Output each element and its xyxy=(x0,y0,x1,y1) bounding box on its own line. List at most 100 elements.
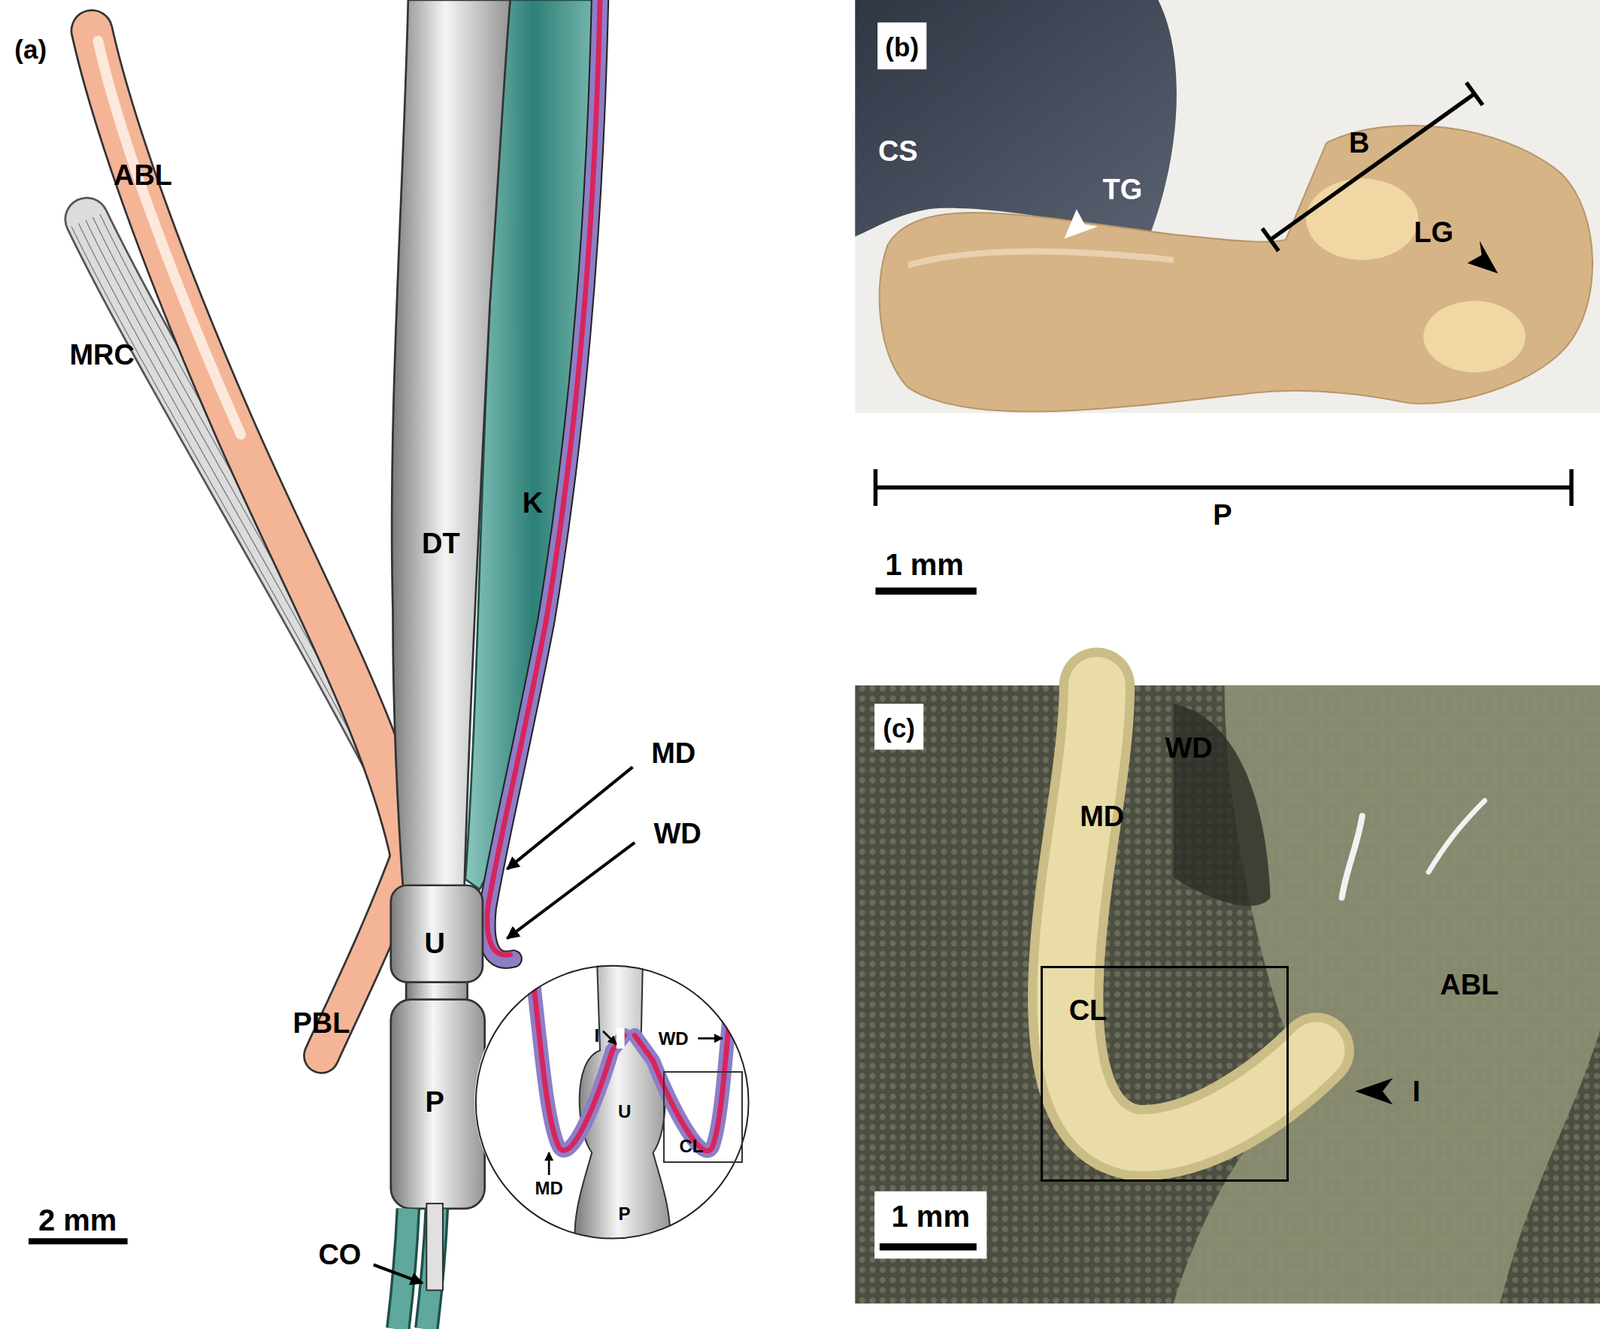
inset-drawing xyxy=(530,958,735,1245)
panel-letter: (c) xyxy=(882,714,916,741)
gut-tube xyxy=(390,1000,485,1210)
part-label: I xyxy=(594,1027,600,1046)
photo-b xyxy=(879,125,1593,412)
part-label: P xyxy=(618,1205,631,1224)
brackets xyxy=(875,82,1572,507)
inset-circle: CL I WD U MD P xyxy=(474,964,750,1240)
part-label: P xyxy=(424,1087,444,1117)
arrowhead xyxy=(1064,209,1099,239)
part-label: MD xyxy=(651,739,696,768)
photo-b xyxy=(854,0,1600,414)
leader-arrows xyxy=(507,842,636,940)
brackets xyxy=(873,469,878,507)
scale-bar xyxy=(28,1238,128,1245)
inset-drawing xyxy=(603,1031,617,1046)
panel-letter: (b) xyxy=(884,33,919,61)
arrowhead xyxy=(1354,1078,1393,1105)
part-label: WD xyxy=(653,819,701,849)
part-label: ABL xyxy=(113,160,173,190)
inset-drawing xyxy=(634,958,735,1151)
gut-tube xyxy=(391,0,510,890)
brackets xyxy=(1569,469,1573,507)
part-label: CL xyxy=(678,1137,704,1156)
part-label: CS xyxy=(878,136,919,166)
cloaca-ducts xyxy=(397,1209,409,1329)
scale-bar xyxy=(875,587,976,595)
circle-outline xyxy=(475,965,749,1239)
photo-c xyxy=(1173,703,1271,907)
scale-bar xyxy=(28,1238,128,1245)
scale-label: 1 mm xyxy=(890,1201,970,1232)
scale-label: 2 mm xyxy=(38,1205,118,1236)
inset-drawing xyxy=(548,1031,723,1176)
part-label: U xyxy=(424,929,445,958)
photo-c xyxy=(874,1191,987,1260)
region-box: CL xyxy=(1040,966,1289,1182)
brackets xyxy=(875,485,1572,490)
photo-c xyxy=(1342,815,1363,898)
bladder-lobes xyxy=(91,30,414,1057)
photo-b xyxy=(854,0,1177,240)
inset-drawing xyxy=(616,1028,625,1049)
part-label: TG xyxy=(1102,175,1143,204)
photo-c xyxy=(854,685,1600,1304)
part-label: PBL xyxy=(293,1009,351,1038)
bladder-lobes xyxy=(91,30,414,868)
kidney xyxy=(487,0,600,955)
photo-c xyxy=(879,1243,977,1251)
cloaca-ducts xyxy=(426,1203,443,1291)
dimension-label: P xyxy=(1209,500,1235,530)
arrowhead xyxy=(1467,240,1499,273)
part-label: MD xyxy=(1079,802,1125,831)
part-label: MRC xyxy=(69,340,135,370)
photo-b xyxy=(908,251,1174,266)
cloaca-ducts xyxy=(397,1209,409,1329)
photo-c xyxy=(854,685,1600,1304)
scale-label: 1 mm xyxy=(884,549,964,580)
inset-drawing xyxy=(634,958,735,1151)
gut-tube xyxy=(390,885,483,983)
part-label: MD xyxy=(534,1179,563,1198)
circle-outline xyxy=(474,964,750,1240)
part-label: DT xyxy=(421,529,461,558)
panel-letter: (a) xyxy=(14,36,47,63)
leader-arrows xyxy=(507,766,634,870)
photo-b xyxy=(1423,300,1526,373)
photo-c xyxy=(1065,685,1317,1143)
part-label: U xyxy=(618,1103,631,1122)
brackets xyxy=(1466,82,1483,106)
part-label: ABL xyxy=(1439,970,1499,1000)
part-label: WD xyxy=(1164,733,1213,763)
photo-b xyxy=(877,22,927,70)
photo-b xyxy=(854,0,1600,414)
part-label: WD xyxy=(658,1030,689,1049)
muscle-mrc xyxy=(71,226,394,813)
part-label: CO xyxy=(318,1240,361,1270)
inset-drawing xyxy=(530,958,625,1151)
photo-c xyxy=(1428,800,1485,873)
inset-drawing xyxy=(697,1037,723,1040)
kidney xyxy=(486,0,600,961)
part-label: I xyxy=(1412,1077,1421,1107)
inset-box: CL xyxy=(663,1071,743,1164)
part-label: CL xyxy=(1069,996,1108,1025)
scale-bar xyxy=(875,587,976,595)
bladder-lobes xyxy=(97,40,241,435)
inset-drawing xyxy=(474,958,750,1245)
kidney xyxy=(486,0,600,961)
leader-arrows xyxy=(373,1265,423,1284)
inset-drawing xyxy=(548,1152,551,1176)
dimension-label: B xyxy=(1348,128,1370,158)
inset-drawing xyxy=(530,958,625,1151)
gut-tube xyxy=(390,0,511,1210)
cloaca-ducts xyxy=(397,1203,443,1329)
photo-c xyxy=(1173,685,1600,1304)
photo-b xyxy=(1306,178,1419,261)
photo-c xyxy=(874,703,924,750)
brackets xyxy=(1262,228,1279,252)
photo-c xyxy=(1065,685,1317,1143)
bladder-lobes xyxy=(91,30,414,868)
brackets xyxy=(1270,93,1475,240)
part-label: LG xyxy=(1413,218,1454,247)
